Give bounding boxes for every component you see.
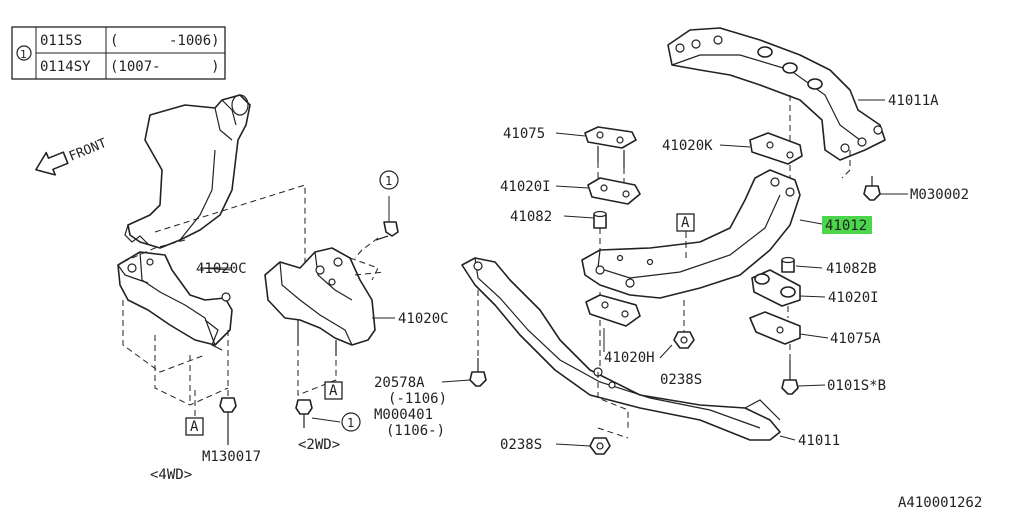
crossmember-41011 [461, 257, 781, 441]
mount-bracket-4wd [117, 184, 306, 406]
transmission-housing [124, 94, 251, 249]
ref-box-a-2wd: A [324, 381, 343, 400]
table-ref-number: 1 [20, 48, 27, 61]
crossmember-41011a [667, 27, 886, 195]
label-41082: 41082 [510, 209, 552, 225]
plate-41020i-top [587, 177, 641, 205]
spacer-41082 [593, 210, 607, 256]
label-41011a: 41011A [888, 93, 939, 109]
label-41012-highlight [822, 216, 872, 234]
label-41020i-top: 41020I [500, 179, 551, 195]
label-41075a: 41075A [830, 331, 881, 347]
label-41020c-left: 41020C [196, 261, 247, 277]
leader-lines [199, 99, 908, 447]
plate-41020k [749, 132, 803, 165]
label-41020i-right: 41020I [828, 290, 879, 306]
plate-41075 [584, 126, 637, 186]
table-row-range: ( -1006) [110, 33, 220, 49]
bolt-0101s [781, 344, 799, 395]
bushing-41020i-right [751, 269, 801, 307]
reference-table: 1 0115S ( -1006) 0114SY (1007- ) [11, 26, 226, 80]
bolt-m130017 [219, 350, 237, 445]
label-41075: 41075 [503, 126, 545, 142]
nut-0238s-mid [673, 300, 695, 349]
ref-box-a-4wd: A [185, 390, 204, 436]
table-row-range: (1007- ) [110, 59, 220, 75]
label-0101s: 0101S*B [827, 378, 886, 394]
plate-41020h [585, 292, 641, 375]
nut-0238s-bottom [589, 437, 611, 455]
ref-1-label: 1 [347, 416, 354, 430]
bolt-ref1-top [354, 196, 399, 259]
label-41012: 41012 [825, 218, 867, 234]
label-41020h: 41020H [604, 350, 655, 366]
label-m000401-range: (1106-) [386, 423, 445, 439]
front-label: FRONT [67, 136, 109, 165]
ref-circle-1-top: 1 [379, 170, 399, 190]
mount-bracket-2wd [264, 247, 386, 396]
ref-circle-1-bottom: 1 [341, 412, 361, 432]
variant-2wd: <2WD> [298, 437, 340, 453]
label-0238s-mid: 0238S [660, 372, 702, 388]
variant-4wd: <4WD> [150, 467, 192, 483]
table-row-part: 0115S [40, 33, 82, 49]
bracket-41012 [581, 169, 801, 299]
diagram-id: A410001262 [898, 495, 982, 511]
label-41020k: 41020K [662, 138, 713, 154]
label-20578a-range: (-1106) [388, 391, 447, 407]
label-m000401: M000401 [374, 407, 433, 423]
label-20578a: 20578A [374, 375, 425, 391]
ref-a-label: A [681, 215, 690, 231]
ref-a-label: A [329, 383, 338, 399]
label-0238s-bottom: 0238S [500, 437, 542, 453]
plate-41075a [749, 306, 801, 345]
label-41011: 41011 [798, 433, 840, 449]
ref-box-a-upper: A [676, 213, 695, 244]
label-m030002: M030002 [910, 187, 969, 203]
bolt-20578a-left [295, 399, 341, 428]
bolt-20578a-right [469, 290, 487, 387]
ref-1-label: 1 [385, 174, 392, 188]
part-labels: 41075 41020K 41011A 41020I 41082 M030002… [150, 93, 982, 511]
label-m130017: M130017 [202, 449, 261, 465]
bolt-m030002 [863, 176, 881, 201]
label-41082b: 41082B [826, 261, 877, 277]
ref-a-label: A [190, 419, 199, 435]
front-arrow: FRONT [35, 136, 109, 176]
spacer-41082b [781, 256, 795, 273]
label-41020c-right: 41020C [398, 311, 449, 327]
table-row-part: 0114SY [40, 59, 91, 75]
